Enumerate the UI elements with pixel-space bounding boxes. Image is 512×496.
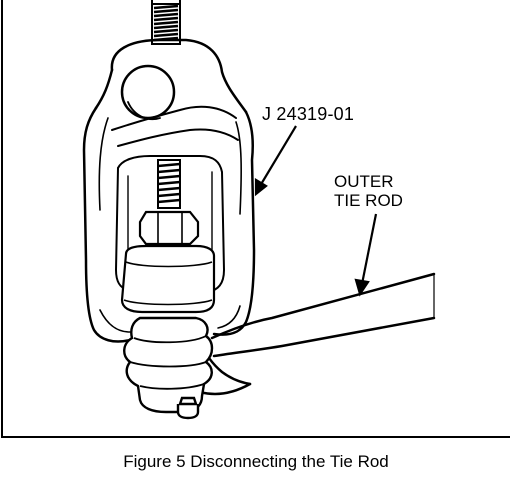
figure-frame: J 24319-01 OUTER TIE ROD xyxy=(1,0,510,438)
puller-tool xyxy=(82,38,256,343)
inner-screw-assembly xyxy=(120,159,216,314)
forcing-screw xyxy=(151,0,181,45)
part-label-line1: OUTER xyxy=(334,172,394,191)
ball-joint-boot xyxy=(123,316,214,420)
illustration xyxy=(1,0,510,438)
tool-leader-arrow xyxy=(254,125,297,197)
figure-caption: Figure 5 Disconnecting the Tie Rod xyxy=(123,452,389,471)
tool-label: J 24319-01 xyxy=(262,104,355,124)
part-label-line2: TIE ROD xyxy=(334,191,403,210)
tie-rod-leader-arrow xyxy=(354,213,378,297)
part-label: OUTER TIE ROD xyxy=(334,172,403,210)
